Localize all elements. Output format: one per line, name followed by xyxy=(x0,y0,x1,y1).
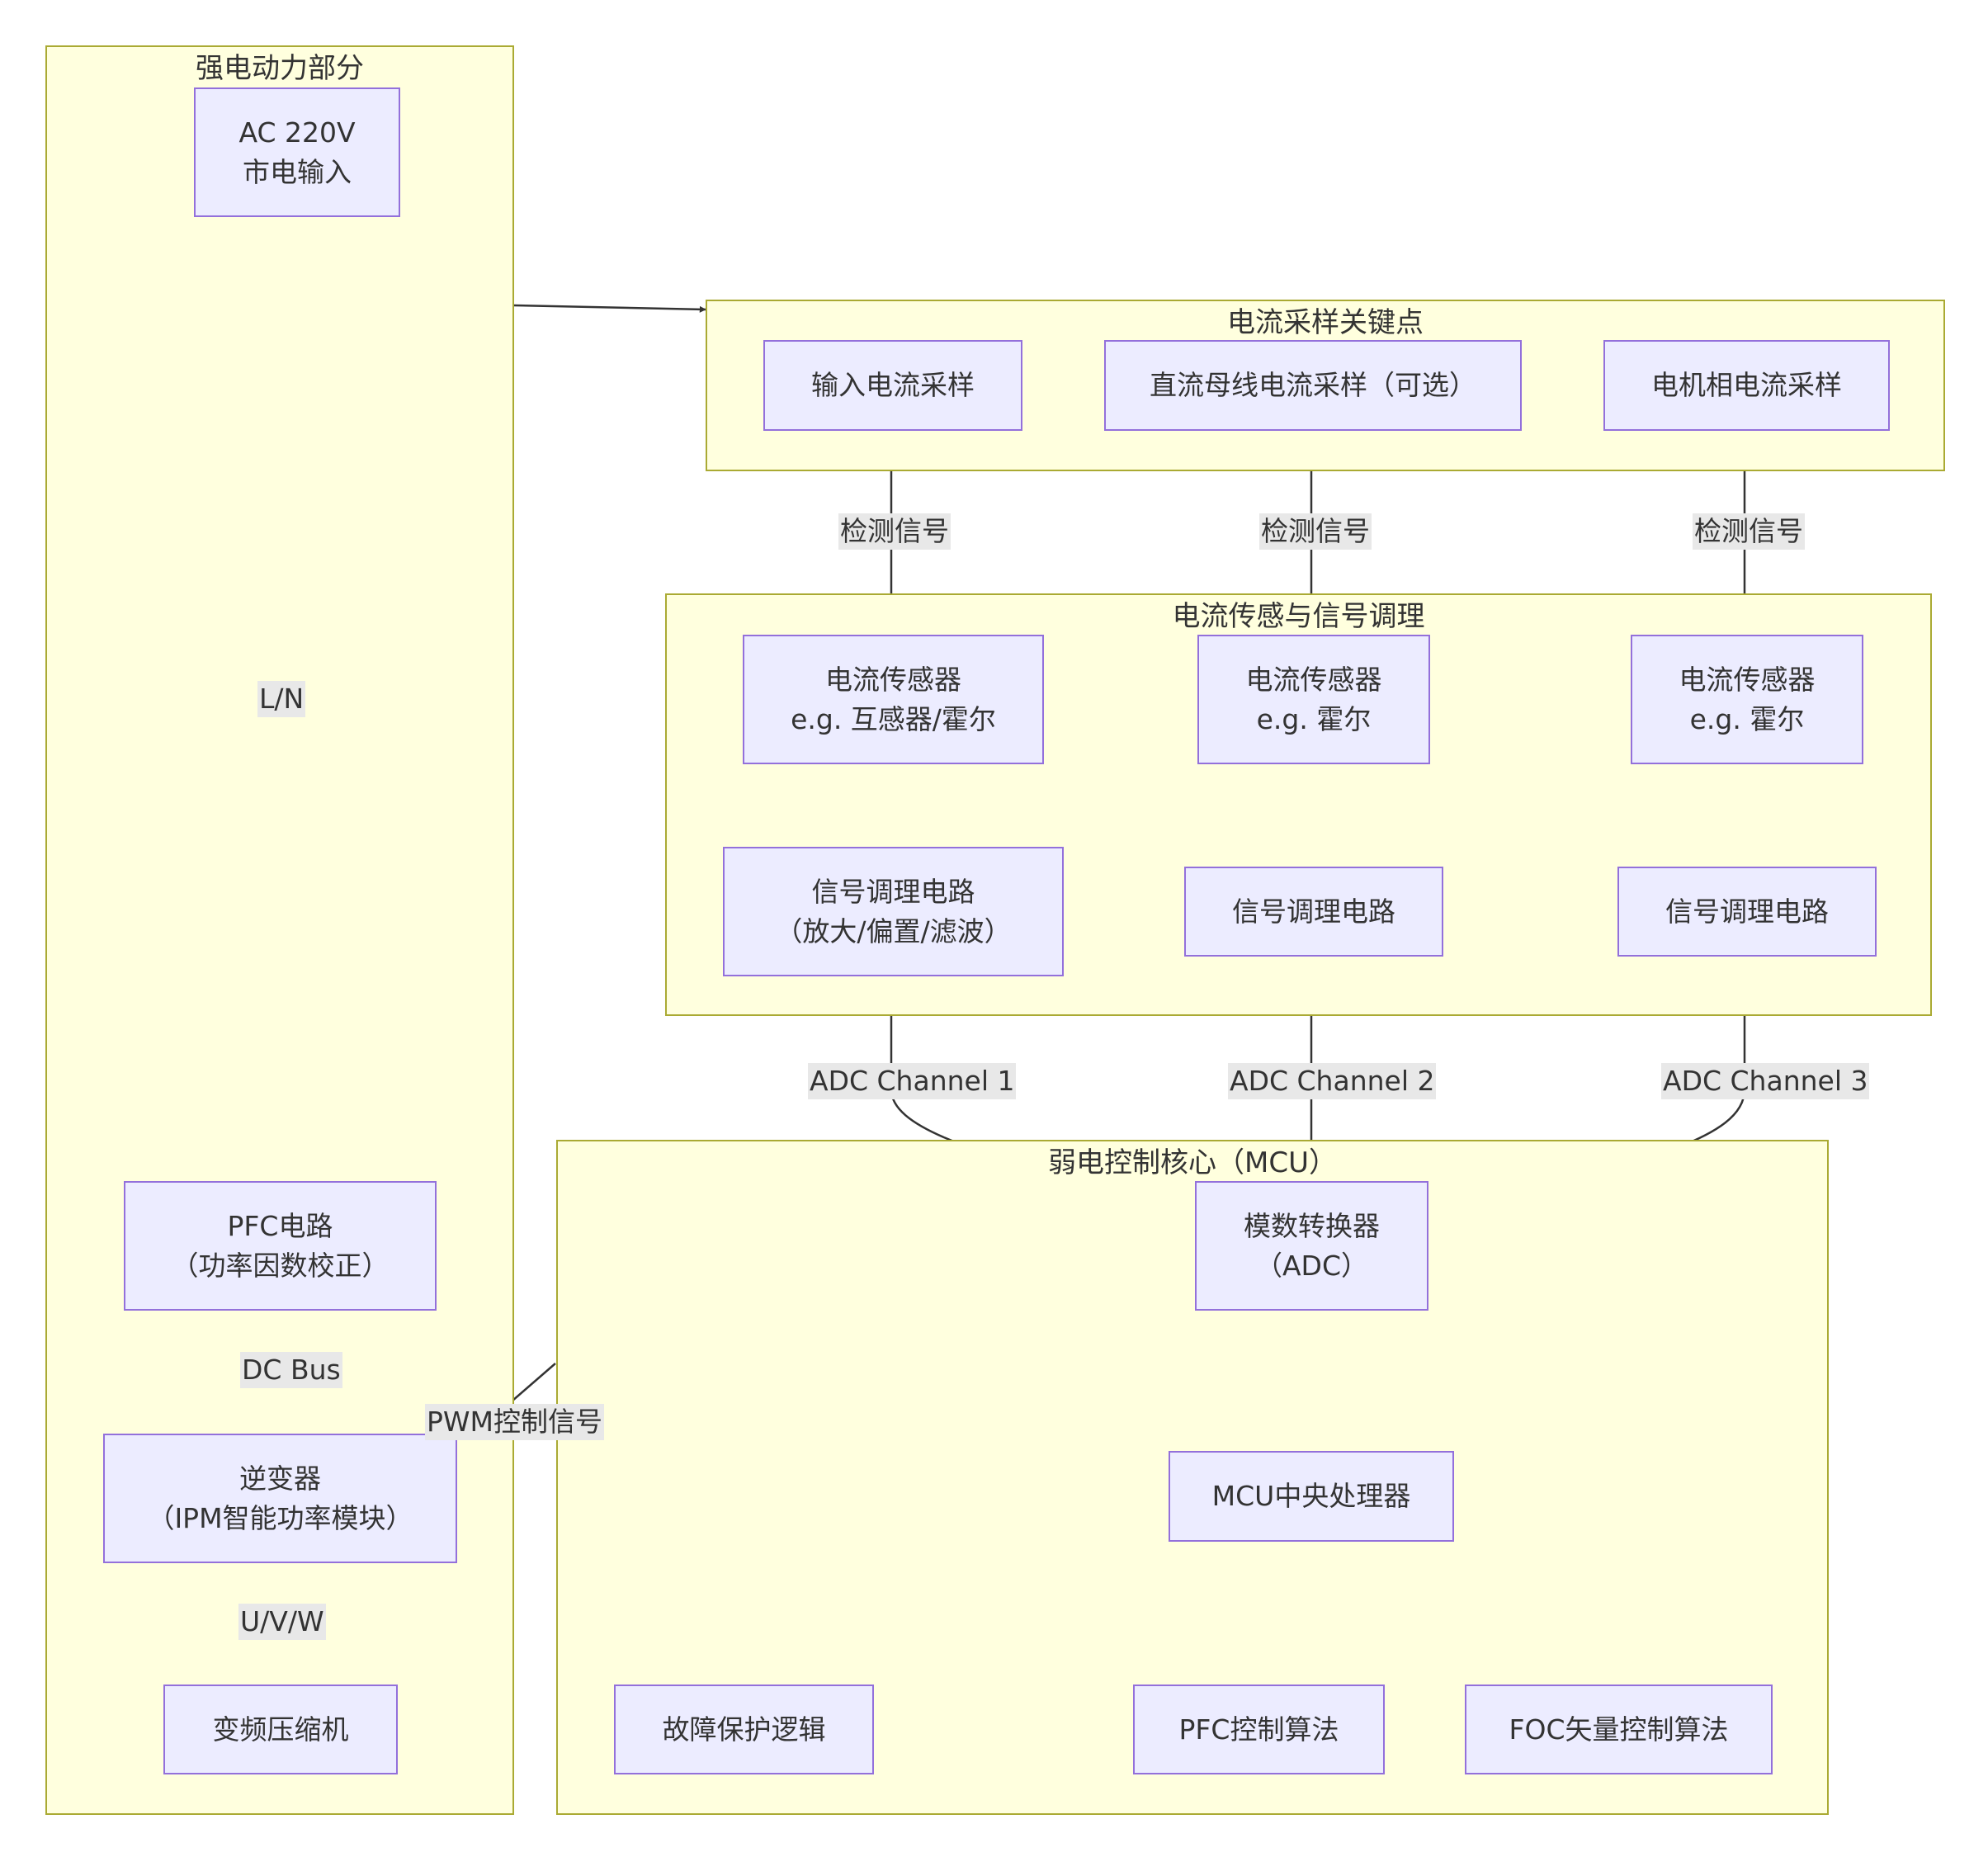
foc-algorithm-node[interactable]: FOC矢量控制算法 xyxy=(1465,1685,1773,1774)
mcu-cpu-node[interactable]: MCU中央处理器 xyxy=(1169,1451,1454,1542)
node-line: （功率因数校正） xyxy=(171,1249,390,1282)
node-line: 信号调理电路 xyxy=(1665,895,1829,928)
node-line: MCU中央处理器 xyxy=(1211,1480,1411,1512)
signal-conditioning-2-node[interactable]: 信号调理电路 xyxy=(1184,867,1443,957)
edge-label-adc-ch2: ADC Channel 2 xyxy=(1228,1063,1437,1099)
node-line: 模数转换器 xyxy=(1244,1209,1380,1242)
node-line: AC 220V xyxy=(238,116,356,149)
node-line: 故障保护逻辑 xyxy=(662,1713,826,1746)
node-line: PFC控制算法 xyxy=(1178,1713,1339,1746)
node-line: 电机相电流采样 xyxy=(1651,369,1842,401)
compressor-node[interactable]: 变频压缩机 xyxy=(163,1685,398,1774)
sensing-conditioning-title: 电流传感与信号调理 xyxy=(1172,600,1425,633)
node-line: 信号调理电路 xyxy=(811,875,975,908)
edge-label-adc-ch1: ADC Channel 1 xyxy=(808,1063,1017,1099)
signal-conditioning-3-node[interactable]: 信号调理电路 xyxy=(1617,867,1877,957)
node-line: 直流母线电流采样（可选） xyxy=(1150,369,1476,401)
node-line: PFC电路 xyxy=(227,1209,333,1242)
motor-sampling-node[interactable]: 电机相电流采样 xyxy=(1603,340,1890,431)
node-line: 变频压缩机 xyxy=(212,1713,349,1746)
node-line: （IPM智能功率模块） xyxy=(147,1501,413,1534)
node-line: e.g. 霍尔 xyxy=(1689,702,1805,735)
node-line: （放大/偏置/滤波） xyxy=(775,914,1012,947)
edge-label-detect-1: 检测信号 xyxy=(838,513,951,550)
node-line: 电流传感器 xyxy=(825,663,961,696)
power-section-title: 强电动力部分 xyxy=(196,52,364,85)
edge-power-to-sampling xyxy=(512,304,706,313)
mcu-core-title: 弱电控制核心（MCU） xyxy=(1048,1146,1337,1179)
edge-label-ln: L/N xyxy=(257,681,306,717)
node-line: 电流传感器 xyxy=(1679,663,1816,696)
edge-label-detect-2: 检测信号 xyxy=(1259,513,1372,550)
sampling-points-title: 电流采样关键点 xyxy=(1227,306,1424,339)
pfc-circuit-node[interactable]: PFC电路 （功率因数校正） xyxy=(124,1181,437,1311)
node-line: 市电输入 xyxy=(243,155,352,188)
current-sensor-3-node[interactable]: 电流传感器 e.g. 霍尔 xyxy=(1631,635,1863,764)
dcbus-sampling-node[interactable]: 直流母线电流采样（可选） xyxy=(1104,340,1522,431)
pfc-algorithm-node[interactable]: PFC控制算法 xyxy=(1133,1685,1385,1774)
edge-label-pwm: PWM控制信号 xyxy=(425,1404,605,1440)
edge-label-detect-3: 检测信号 xyxy=(1693,513,1805,550)
edge-label-adc-ch3: ADC Channel 3 xyxy=(1661,1063,1870,1099)
node-line: 输入电流采样 xyxy=(811,369,975,401)
adc-node[interactable]: 模数转换器 （ADC） xyxy=(1195,1181,1428,1311)
inverter-node[interactable]: 逆变器 （IPM智能功率模块） xyxy=(103,1434,457,1563)
current-sensor-1-node[interactable]: 电流传感器 e.g. 互感器/霍尔 xyxy=(743,635,1044,764)
node-line: e.g. 霍尔 xyxy=(1256,702,1372,735)
signal-conditioning-1-node[interactable]: 信号调理电路 （放大/偏置/滤波） xyxy=(723,847,1064,976)
edge-label-uvw: U/V/W xyxy=(238,1604,326,1640)
fault-protection-node[interactable]: 故障保护逻辑 xyxy=(614,1685,874,1774)
edge-label-dc-bus: DC Bus xyxy=(240,1352,342,1388)
node-line: e.g. 互感器/霍尔 xyxy=(791,702,996,735)
ac-input-node[interactable]: AC 220V 市电输入 xyxy=(194,87,400,217)
input-sampling-node[interactable]: 输入电流采样 xyxy=(763,340,1022,431)
node-line: 信号调理电路 xyxy=(1232,895,1395,928)
current-sensor-2-node[interactable]: 电流传感器 e.g. 霍尔 xyxy=(1197,635,1430,764)
node-line: （ADC） xyxy=(1254,1249,1369,1282)
node-line: 逆变器 xyxy=(239,1462,321,1495)
node-line: 电流传感器 xyxy=(1245,663,1382,696)
node-line: FOC矢量控制算法 xyxy=(1509,1713,1729,1746)
